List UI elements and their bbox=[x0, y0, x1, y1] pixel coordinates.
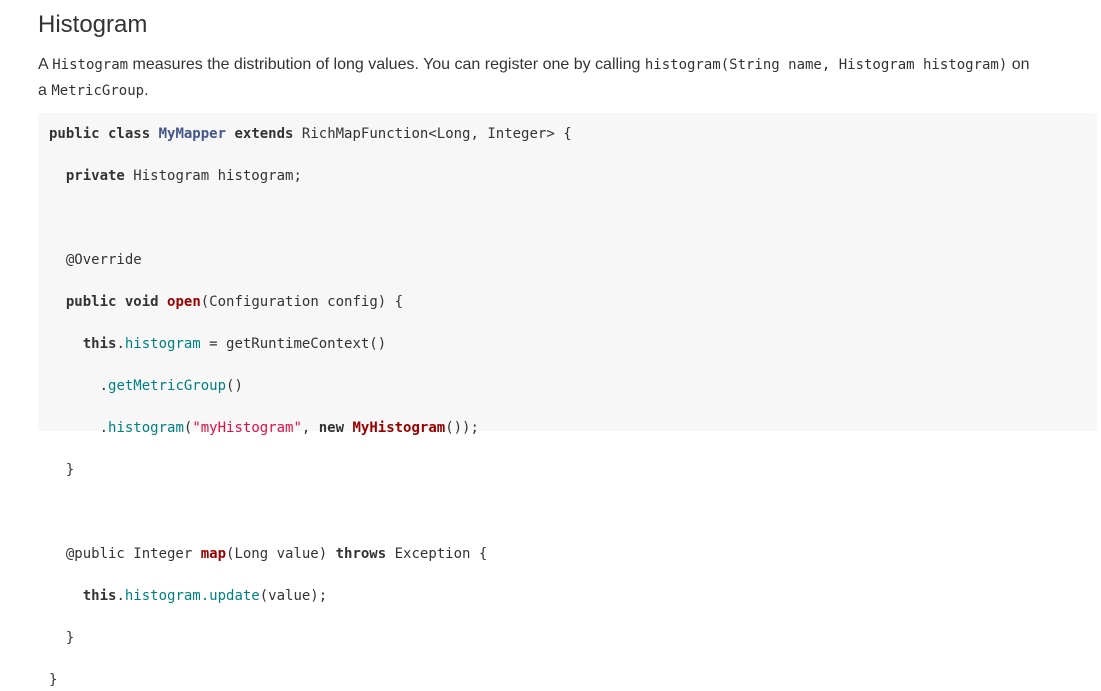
description-text: measures the distribution of long values… bbox=[128, 56, 645, 73]
code-text bbox=[49, 336, 83, 352]
code-line-blank bbox=[49, 502, 1097, 523]
code-text: } bbox=[49, 630, 75, 646]
code-text: @public Integer bbox=[49, 546, 201, 562]
code-keyword: this bbox=[82, 336, 117, 352]
code-line: private Histogram histogram; bbox=[49, 166, 1097, 187]
code-line: @Override bbox=[49, 250, 1097, 271]
code-text: (Configuration config) { bbox=[200, 294, 404, 310]
description-paragraph: A Histogram measures the distribution of… bbox=[38, 52, 1038, 104]
section-heading: Histogram bbox=[38, 11, 148, 38]
code-keyword: new bbox=[318, 420, 345, 436]
code-keyword: throws bbox=[335, 546, 387, 562]
code-text: () bbox=[226, 378, 243, 394]
code-line: } bbox=[49, 670, 1097, 691]
code-text: (value); bbox=[259, 588, 328, 604]
description-text: A bbox=[38, 56, 53, 73]
code-text: . bbox=[49, 420, 109, 436]
code-text: RichMapFunction<Long, Integer> { bbox=[293, 126, 572, 142]
inline-code-metricgroup: MetricGroup bbox=[51, 83, 145, 99]
code-function-name: MyHistogram bbox=[352, 420, 446, 436]
description-text: on a bbox=[38, 56, 1030, 99]
code-text: } bbox=[49, 462, 75, 478]
code-function-name: open bbox=[167, 294, 201, 310]
inline-code-method: histogram(String name, Histogram histogr… bbox=[644, 57, 1008, 73]
code-text: . bbox=[49, 378, 109, 394]
code-property: getMetricGroup bbox=[108, 378, 227, 394]
code-line: this.histogram = getRuntimeContext() bbox=[49, 334, 1097, 355]
code-keyword: private bbox=[65, 168, 125, 184]
code-text bbox=[116, 294, 124, 310]
code-text bbox=[49, 588, 83, 604]
code-line-blank bbox=[49, 208, 1097, 229]
code-class-name: MyMapper bbox=[158, 126, 227, 142]
code-line: this.histogram.update(value); bbox=[49, 586, 1097, 607]
code-text: Exception { bbox=[386, 546, 488, 562]
code-text: Histogram histogram; bbox=[124, 168, 302, 184]
code-text: , bbox=[301, 420, 319, 436]
code-text bbox=[49, 294, 66, 310]
code-string: "myHistogram" bbox=[192, 420, 302, 436]
code-function-name: map bbox=[200, 546, 227, 562]
code-keyword: void bbox=[124, 294, 159, 310]
code-line: } bbox=[49, 628, 1097, 649]
code-property: histogram.update bbox=[124, 588, 260, 604]
code-text: . bbox=[116, 336, 125, 352]
code-listing: public class MyMapper extends RichMapFun… bbox=[49, 124, 1097, 691]
code-line: @public Integer map(Long value) throws E… bbox=[49, 544, 1097, 565]
code-line: public class MyMapper extends RichMapFun… bbox=[49, 124, 1097, 145]
inline-code-class: Histogram bbox=[52, 57, 129, 73]
code-line: .histogram("myHistogram", new MyHistogra… bbox=[49, 418, 1097, 439]
code-text: ()); bbox=[445, 420, 479, 436]
code-annotation: @Override bbox=[49, 252, 142, 268]
code-text bbox=[49, 168, 66, 184]
code-keyword: public class bbox=[49, 126, 151, 142]
code-text: } bbox=[49, 672, 58, 688]
code-text: ( bbox=[183, 420, 193, 436]
code-text: (Long value) bbox=[226, 546, 336, 562]
code-text: . bbox=[116, 588, 125, 604]
code-keyword: extends bbox=[234, 126, 294, 142]
code-property: histogram bbox=[108, 420, 184, 436]
code-text bbox=[159, 294, 167, 310]
code-text: = getRuntimeContext() bbox=[200, 336, 387, 352]
code-line: .getMetricGroup() bbox=[49, 376, 1097, 397]
code-block: public class MyMapper extends RichMapFun… bbox=[38, 113, 1097, 688]
code-keyword: public bbox=[65, 294, 117, 310]
description-text: . bbox=[144, 82, 149, 99]
code-property: histogram bbox=[124, 336, 201, 352]
code-text bbox=[150, 126, 158, 142]
code-line: } bbox=[49, 460, 1097, 481]
code-keyword: this bbox=[82, 588, 117, 604]
code-line: public void open(Configuration config) { bbox=[49, 292, 1097, 313]
